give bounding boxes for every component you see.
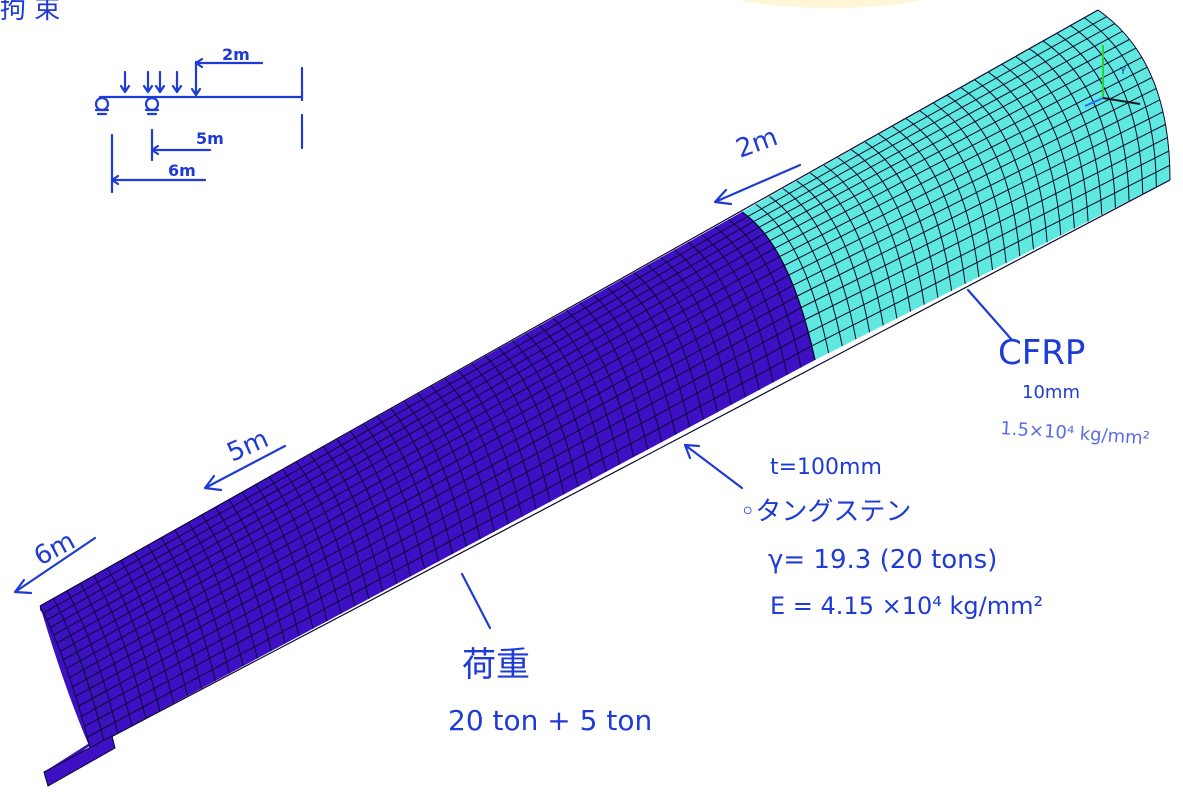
mesh-line xyxy=(774,56,1143,249)
mesh-line xyxy=(758,30,1123,228)
mesh-line xyxy=(84,332,809,727)
svg-text:6m: 6m xyxy=(29,526,80,572)
mesh-line xyxy=(78,307,802,707)
dim-6m: 6m xyxy=(168,161,196,180)
mesh-line xyxy=(63,256,780,661)
cfrp-thickness: 10mm xyxy=(1022,382,1080,403)
mesh-line xyxy=(39,605,91,749)
mesh-line xyxy=(53,233,765,636)
coordinate-triad-icon: Y xyxy=(1084,45,1141,107)
mesh-line xyxy=(784,77,1153,266)
mesh-line xyxy=(764,38,1130,235)
cfrp-annotation: CFRP 10mm 1.5×10⁴ kg/mm² xyxy=(966,288,1151,449)
dim-2m: 2m xyxy=(222,45,250,64)
support-icon xyxy=(94,96,160,116)
load-label: 荷重 xyxy=(462,645,530,685)
tungsten-thickness: t=100mm xyxy=(770,455,882,480)
tungsten-section xyxy=(40,212,815,748)
support-sketch: 拘 束 2m 5m 6m xyxy=(0,0,304,194)
svg-text:Y: Y xyxy=(1119,66,1127,77)
mesh-line xyxy=(59,247,776,652)
svg-text:2m: 2m xyxy=(732,122,782,165)
mesh-line xyxy=(43,216,749,614)
pipe-outline xyxy=(39,9,1171,749)
mesh-line xyxy=(796,111,1164,297)
tungsten-name: ◦タングステン xyxy=(740,497,911,527)
mesh-line xyxy=(811,164,1170,347)
mesh-line xyxy=(769,47,1137,242)
mesh-line xyxy=(81,319,806,717)
mesh-line xyxy=(56,240,770,644)
cfrp-mesh-grid xyxy=(741,9,1171,361)
mesh-line xyxy=(75,295,798,697)
mesh-line xyxy=(779,66,1148,258)
title-fragment: 拘 束 xyxy=(0,0,60,25)
mesh-line xyxy=(753,23,1116,222)
mesh-line xyxy=(86,345,813,738)
mesh-line xyxy=(747,16,1107,217)
load-annotation: 荷重 20 ton + 5 ton xyxy=(448,572,652,737)
mesh-line xyxy=(69,274,789,678)
mesh-line xyxy=(788,87,1157,276)
fe-pipe-model: Y xyxy=(39,9,1171,787)
mesh-line xyxy=(46,221,754,621)
cfrp-modulus: 1.5×10⁴ kg/mm² xyxy=(1000,418,1151,449)
load-value: 20 ton + 5 ton xyxy=(448,704,652,737)
pipe-lower-lip xyxy=(43,735,116,787)
load-arrows xyxy=(119,60,202,97)
mesh-line xyxy=(804,137,1168,321)
glare xyxy=(738,0,922,8)
cfrp-label: CFRP xyxy=(998,333,1085,373)
mesh-line xyxy=(72,284,794,688)
pipe-inner-surface xyxy=(40,606,112,778)
dim-5m: 5m xyxy=(196,129,224,148)
mesh-line xyxy=(66,265,785,669)
tungsten-annotation: t=100mm ◦タングステン γ= 19.3 (20 tons) E = 4.… xyxy=(683,443,1043,620)
mesh-line xyxy=(808,150,1170,333)
mesh-line xyxy=(50,226,760,628)
tungsten-density: γ= 19.3 (20 tons) xyxy=(768,545,997,575)
mesh-line xyxy=(800,123,1166,309)
tungsten-mesh-grid xyxy=(39,211,816,749)
tungsten-modulus: E = 4.15 ×10⁴ kg/mm² xyxy=(770,592,1043,620)
mesh-line xyxy=(792,99,1161,286)
svg-text:5m: 5m xyxy=(223,424,273,468)
cfrp-section xyxy=(742,10,1170,360)
